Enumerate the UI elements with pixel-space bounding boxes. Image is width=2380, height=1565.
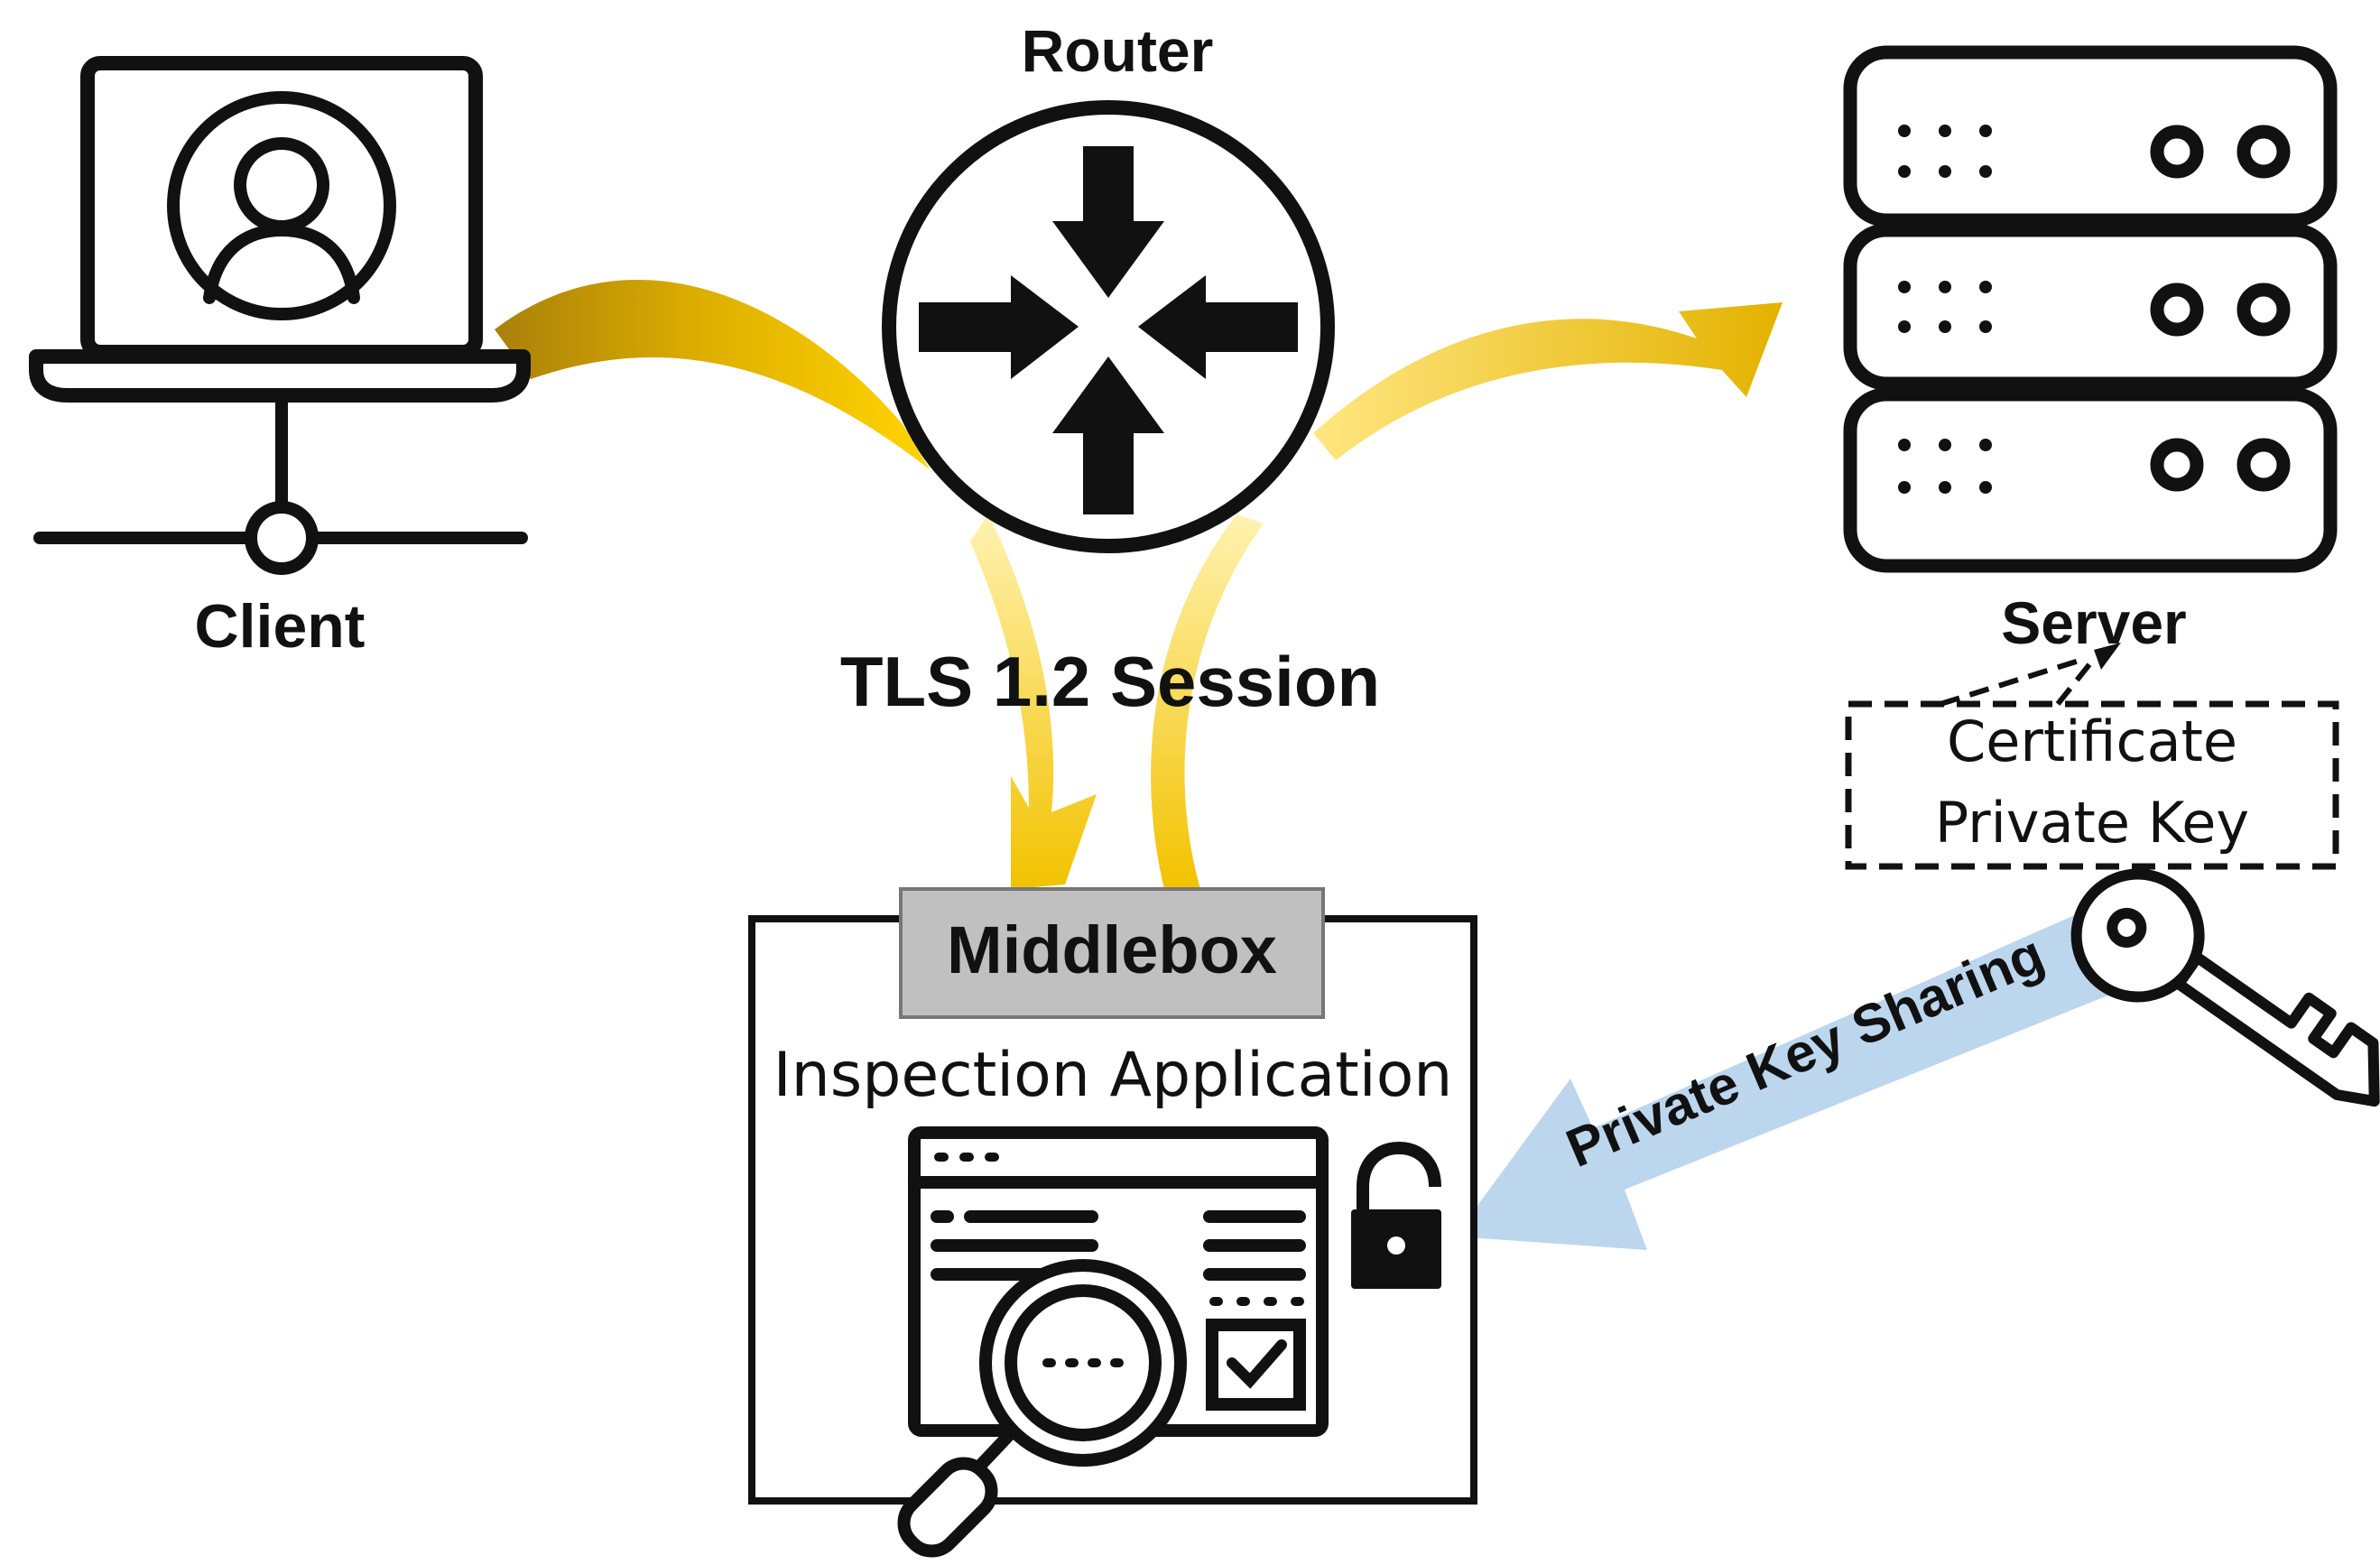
server-rack-icon	[1843, 45, 2338, 573]
inspection-application-label: Inspection Application	[773, 1040, 1453, 1111]
certificate-label: Certificate	[1946, 708, 2238, 774]
middlebox-to-router-arrow	[1151, 514, 1264, 889]
router-icon	[882, 100, 1335, 553]
client-label: Client	[194, 592, 366, 661]
session-label: TLS 1.2 Session	[839, 642, 1381, 721]
flow-arrows	[495, 280, 1783, 889]
laptop-user-icon	[29, 56, 531, 575]
middlebox-title: Middlebox	[947, 912, 1277, 987]
router-label: Router	[1021, 17, 1214, 84]
key-icon	[2070, 868, 2380, 1107]
certificate-connector	[1940, 656, 2086, 707]
middlebox-header	[899, 887, 1325, 1019]
inspection-app-icon	[897, 1126, 1329, 1558]
private-key-sharing-arrow	[1455, 903, 2137, 1250]
router-to-server-arrow	[1313, 302, 1783, 460]
padlock-icon	[1351, 1141, 1441, 1289]
server-label: Server	[2001, 589, 2187, 656]
router-to-middlebox-arrow	[970, 514, 1097, 889]
certificate-box	[1845, 643, 2339, 870]
private-key-label: Private Key	[1934, 790, 2250, 856]
client-to-router-arrow	[495, 280, 930, 469]
